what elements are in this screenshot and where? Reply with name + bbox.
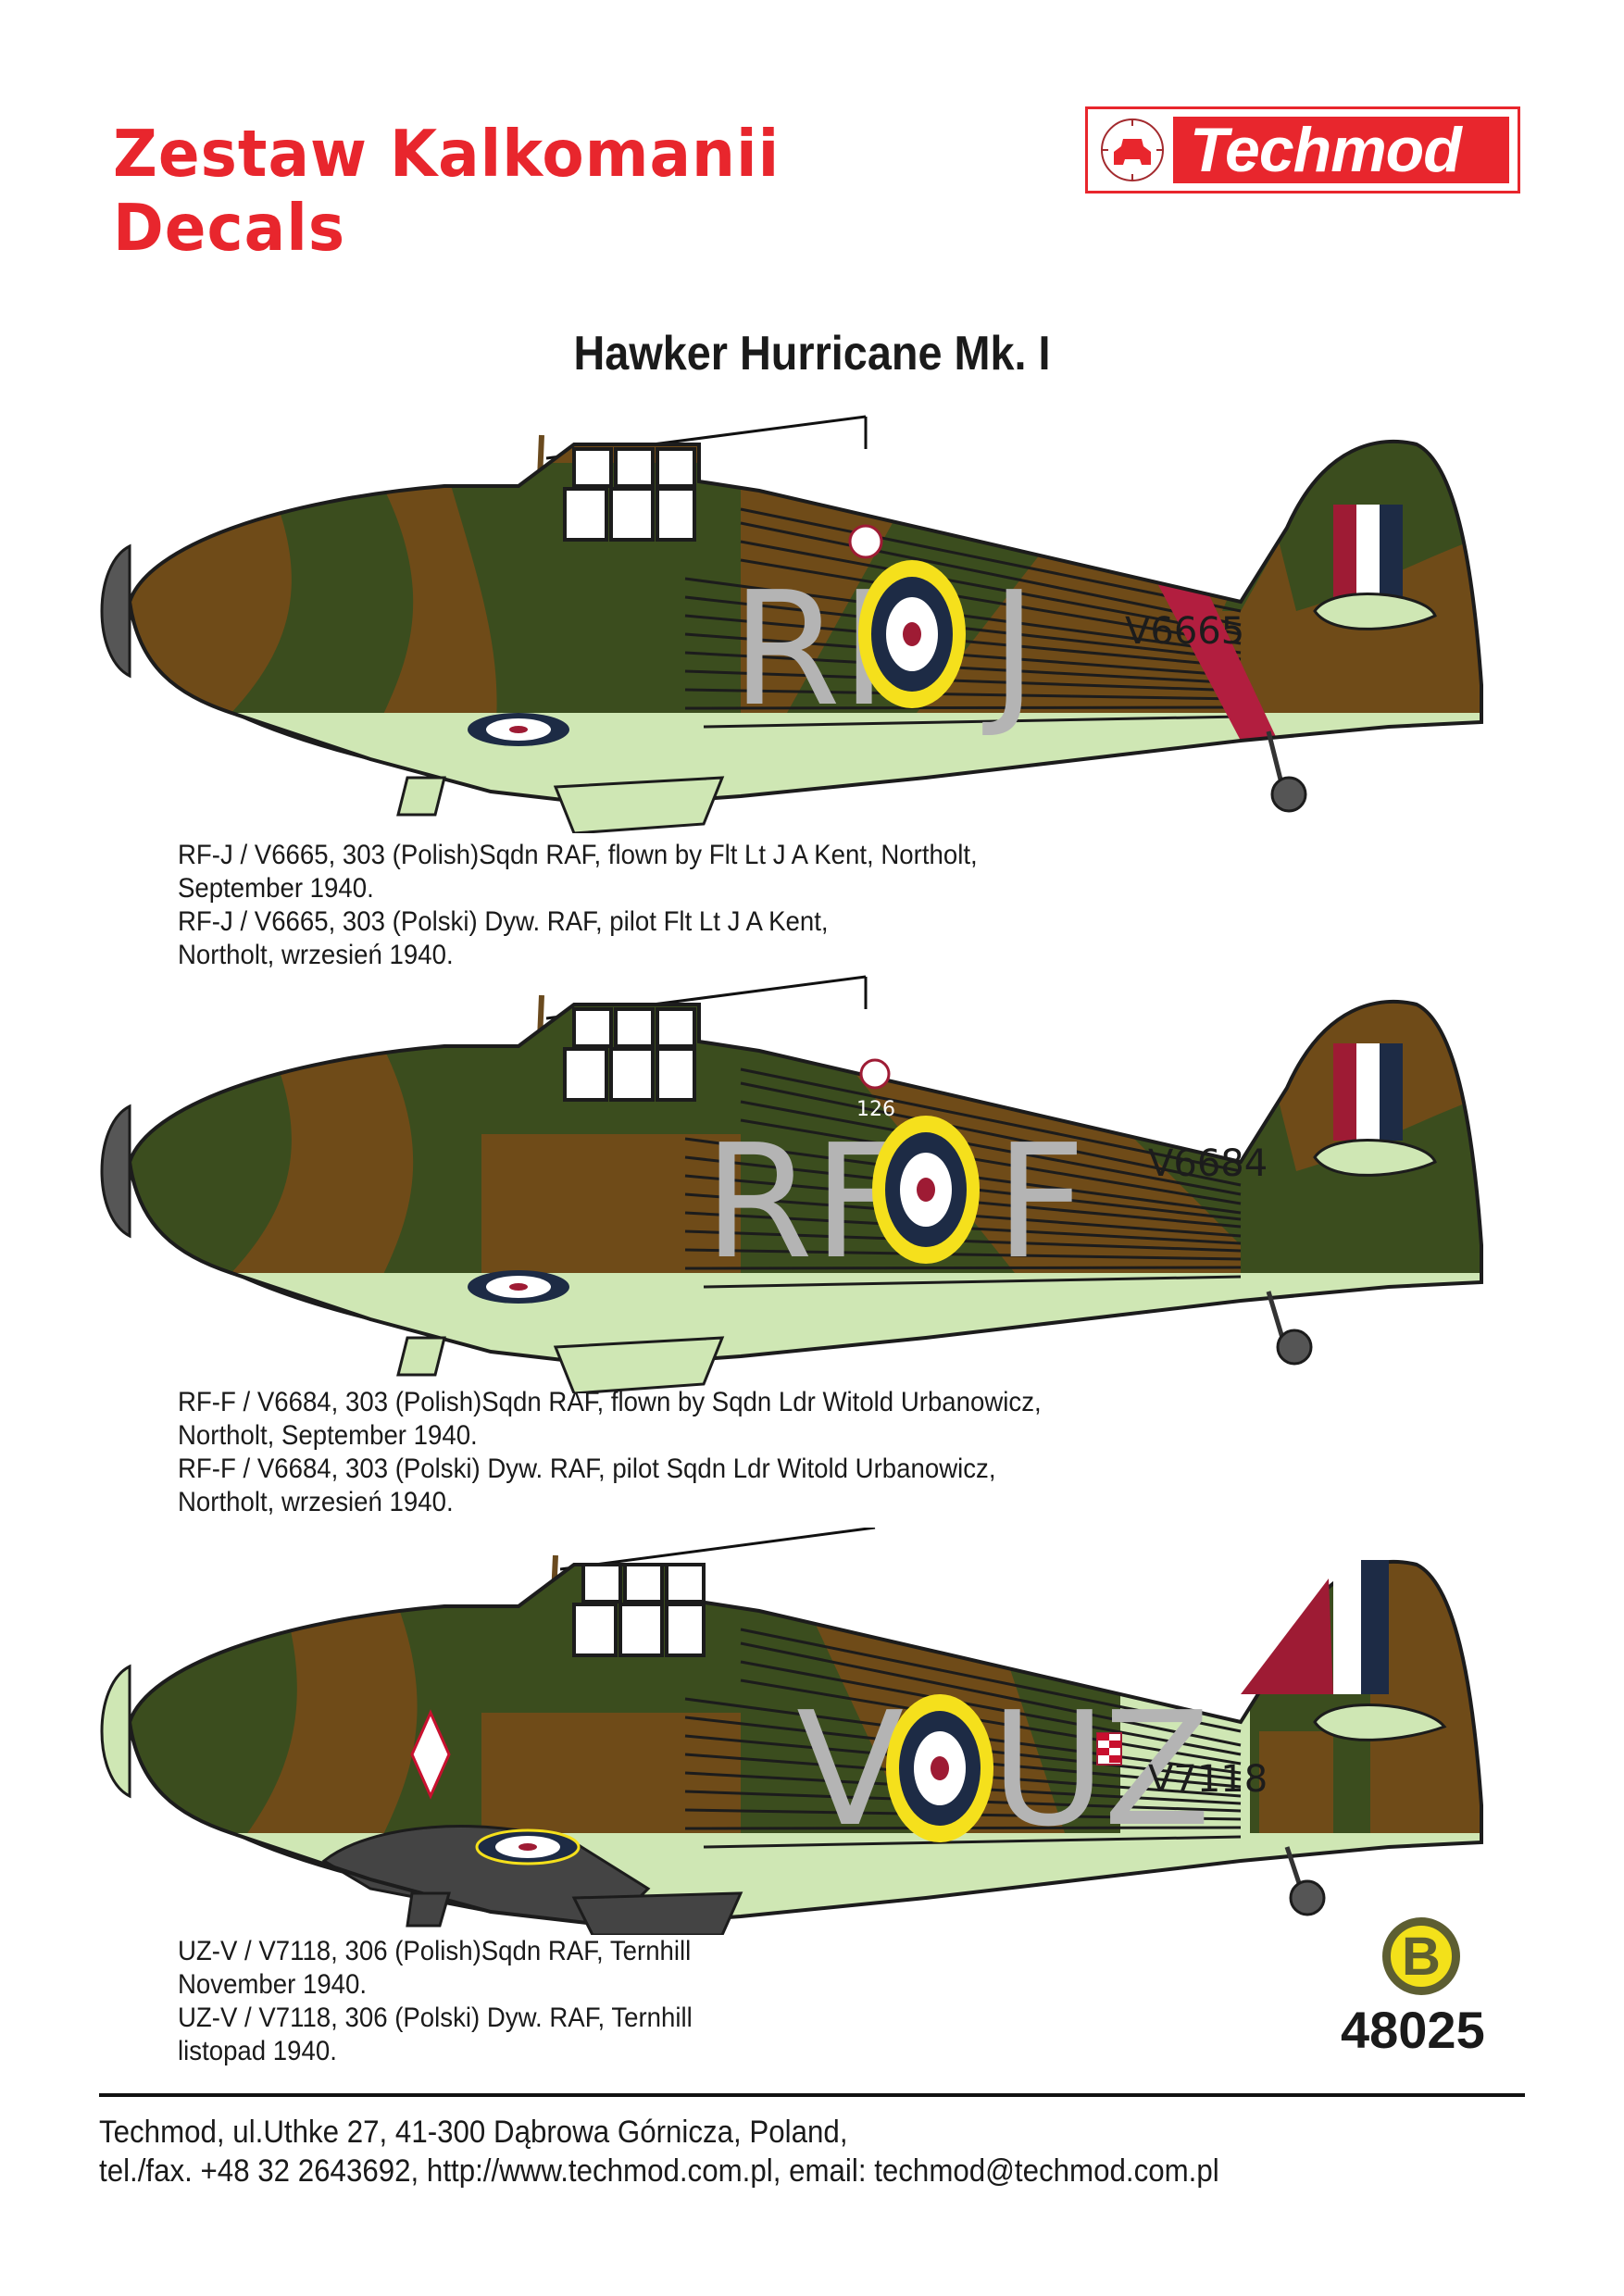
code-letters-right: J (982, 558, 1037, 742)
sheet-title: Zestaw Kalkomanii Decals (113, 116, 781, 266)
title-line-1: Zestaw Kalkomanii (113, 117, 781, 192)
footer: Techmod, ul.Uthke 27, 41-300 Dąbrowa Gór… (99, 2113, 1219, 2190)
fuselage-roundel (886, 1694, 993, 1842)
caption-uz-v: UZ-V / V7118, 306 (Polish)Sqdn RAF, Tern… (178, 1936, 693, 2066)
spinner (100, 543, 131, 679)
code-letters-left: V (796, 1678, 904, 1862)
fuselage-roundel (858, 560, 966, 708)
logo-emblem-icon (1101, 119, 1164, 181)
polish-checkerboard-icon (1096, 1732, 1122, 1766)
footer-divider (99, 2093, 1525, 2097)
serial-number: V6684 (1148, 1142, 1268, 1185)
code-letters-right: F (995, 1111, 1086, 1294)
aircraft-profile-rf-f: RF F 126 V6684 (93, 967, 1537, 1395)
code-letters-right: UZ (991, 1678, 1211, 1862)
caption-rf-f: RF-F / V6684, 303 (Polish)Sqdn RAF, flow… (178, 1387, 1042, 1517)
code-letters-left: RF (704, 1111, 904, 1294)
page-title: Hawker Hurricane Mk. I (573, 327, 1051, 381)
catalog-number: 48025 (1341, 2001, 1485, 2059)
kill-tally: 126 (856, 1098, 895, 1121)
sheet-badge: B (1382, 1917, 1460, 1995)
fuselage-roundel (872, 1116, 980, 1264)
logo-wordmark: Techmod (1173, 117, 1509, 183)
caption-rf-j: RF-J / V6665, 303 (Polish)Sqdn RAF, flow… (178, 840, 978, 970)
aircraft-profile-rf-j: RF J V6665 (93, 407, 1537, 835)
title-line-2: Decals (113, 191, 346, 266)
techmod-logo: Techmod (1085, 106, 1520, 193)
serial-number: V6665 (1125, 610, 1244, 653)
footer-address: Techmod, ul.Uthke 27, 41-300 Dąbrowa Gór… (99, 2115, 848, 2150)
serial-number: V7118 (1148, 1758, 1268, 1801)
footer-contact: tel./fax. +48 32 2643692, http://www.tec… (99, 2153, 1219, 2189)
aircraft-profile-uz-v: V UZ V7118 (93, 1526, 1537, 1937)
